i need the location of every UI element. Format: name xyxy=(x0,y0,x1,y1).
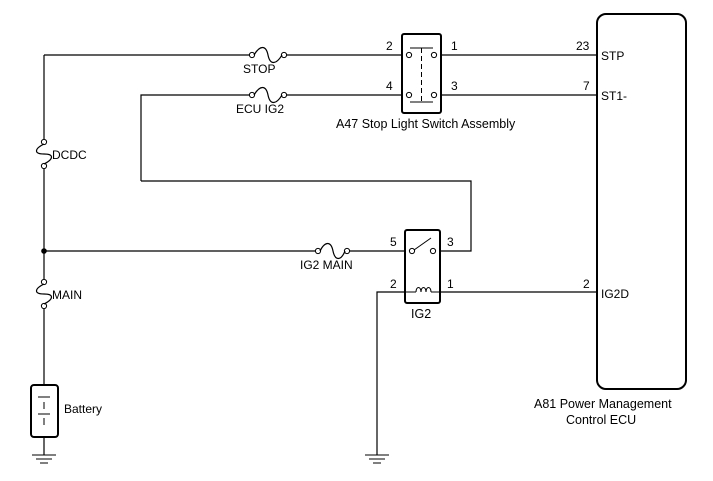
relay-ground-icon xyxy=(365,454,389,464)
relay-pin-3: 3 xyxy=(447,235,454,249)
ecu-pin-stp: 23 xyxy=(576,39,590,53)
ig2-main-fuse xyxy=(314,242,351,260)
main-fuse xyxy=(35,278,53,310)
dcdc-fuse-label: DCDC xyxy=(52,148,87,162)
battery-symbol xyxy=(30,384,59,455)
switch-pin-4: 4 xyxy=(386,79,393,93)
ecu-box xyxy=(596,13,687,390)
ecu-label-line1: A81 Power Management xyxy=(534,397,672,411)
wire-relay-ground xyxy=(376,291,405,455)
ig2-main-fuse-label: IG2 MAIN xyxy=(300,258,353,272)
ecu-terminal-st1: ST1- xyxy=(601,89,627,103)
stop-fuse xyxy=(248,46,288,64)
stop-light-switch xyxy=(401,33,442,114)
ecu-pin-ig2d: 2 xyxy=(583,277,590,291)
switch-pin-1: 1 xyxy=(451,39,458,53)
battery-label: Battery xyxy=(64,402,102,416)
switch-pin-3: 3 xyxy=(451,79,458,93)
relay-pin-2: 2 xyxy=(390,277,397,291)
ecu-ig2-fuse-label: ECU IG2 xyxy=(236,102,284,116)
relay-pin-1: 1 xyxy=(447,277,454,291)
ig2-relay xyxy=(404,229,441,304)
ig2-relay-label: IG2 xyxy=(411,307,431,321)
ecu-terminal-ig2d: IG2D xyxy=(601,287,629,301)
ecu-pin-st1: 7 xyxy=(583,79,590,93)
stop-fuse-label: STOP xyxy=(243,62,275,76)
wire-ecu-ig2-line xyxy=(140,94,402,181)
main-fuse-label: MAIN xyxy=(52,288,82,302)
stop-light-switch-label: A47 Stop Light Switch Assembly xyxy=(336,117,516,131)
ecu-terminal-stp: STP xyxy=(601,49,624,63)
wire-relay-loop xyxy=(141,180,472,252)
junction-dot xyxy=(41,248,47,254)
dcdc-fuse xyxy=(35,138,53,170)
switch-pin-2: 2 xyxy=(386,39,393,53)
ecu-ig2-fuse xyxy=(248,86,288,104)
battery-ground-icon xyxy=(32,454,56,464)
relay-pin-5: 5 xyxy=(390,235,397,249)
ecu-label-line2: Control ECU xyxy=(566,413,636,427)
